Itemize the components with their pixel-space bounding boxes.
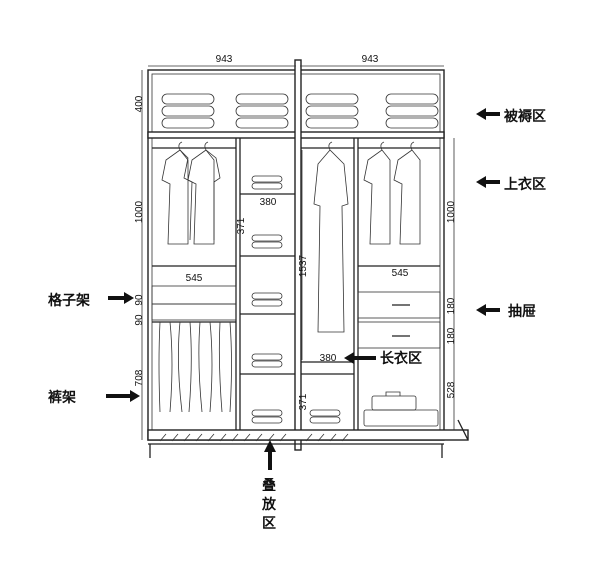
base-hatching bbox=[159, 433, 349, 442]
dim-hang-right: 545 bbox=[392, 268, 409, 279]
arrow-left-icon bbox=[476, 304, 500, 316]
quilt-stack-1 bbox=[161, 93, 215, 129]
label-folding-1: 叠 bbox=[262, 477, 276, 494]
label-upper-clothes: 上衣区 bbox=[504, 176, 546, 193]
dim-left-mid-a: 90 bbox=[134, 294, 145, 306]
inner-shelves-left bbox=[240, 175, 295, 424]
label-bedding: 被褥区 bbox=[504, 108, 546, 125]
dim-shelf-gap-a: 371 bbox=[236, 217, 247, 234]
quilt-stack-3 bbox=[305, 93, 359, 129]
dim-top-left: 943 bbox=[216, 54, 233, 65]
dim-top-right: 943 bbox=[362, 54, 379, 65]
right-hanging-section bbox=[358, 141, 440, 267]
folded-clothes-icon bbox=[251, 175, 283, 424]
quilt-stack-2 bbox=[235, 93, 289, 129]
suitcase-icon bbox=[363, 391, 439, 427]
arrows bbox=[106, 108, 500, 470]
arrow-left-icon bbox=[344, 352, 376, 364]
arrow-right-icon bbox=[108, 292, 134, 304]
dim-drawer-a: 180 bbox=[446, 297, 457, 314]
dim-right-lower: 528 bbox=[446, 381, 457, 398]
dim-shelf-gap-b: 371 bbox=[298, 393, 309, 410]
dim-left-upper: 1000 bbox=[134, 200, 145, 223]
dim-left-lower: 708 bbox=[134, 369, 145, 386]
dim-long-hang: 1537 bbox=[298, 254, 309, 277]
dim-left-mid-b: 90 bbox=[134, 314, 145, 326]
dim-drawer-b: 180 bbox=[446, 327, 457, 344]
left-hanging-section bbox=[151, 141, 237, 413]
bedding-stacks bbox=[161, 93, 439, 129]
cabinet-frame bbox=[147, 59, 469, 458]
dim-shelf-mid: 380 bbox=[320, 353, 337, 364]
label-grid-rack: 格子架 bbox=[48, 292, 90, 309]
shirt-icon bbox=[187, 141, 221, 245]
dimension-lines bbox=[141, 65, 455, 440]
label-pants-rack: 裤架 bbox=[48, 389, 76, 406]
quilt-stack-4 bbox=[385, 93, 439, 129]
shirt-icon bbox=[161, 141, 193, 245]
drawers bbox=[357, 291, 441, 349]
label-folding-2: 放 bbox=[261, 496, 277, 513]
dim-shelf-top: 380 bbox=[260, 197, 277, 208]
arrow-right-icon bbox=[106, 390, 140, 402]
long-clothes-section bbox=[301, 141, 354, 424]
dim-right-upper: 1000 bbox=[446, 200, 457, 223]
label-folding-3: 区 bbox=[262, 516, 276, 532]
pants-rack-icon bbox=[152, 321, 236, 413]
label-drawer: 抽屉 bbox=[508, 303, 536, 320]
dim-hang-left: 545 bbox=[186, 273, 203, 284]
arrow-left-icon bbox=[476, 108, 500, 120]
arrow-left-icon bbox=[476, 176, 500, 188]
label-long-clothes: 长衣区 bbox=[380, 350, 422, 367]
dim-left-top: 400 bbox=[134, 95, 145, 112]
arrow-up-icon bbox=[264, 440, 276, 470]
